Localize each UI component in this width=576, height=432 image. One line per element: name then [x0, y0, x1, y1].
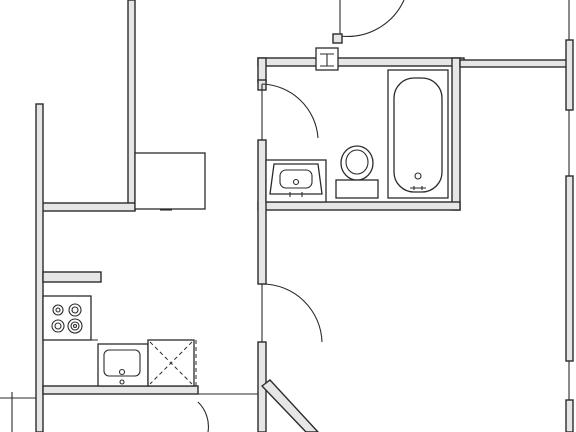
wall-right-exterior [565, 39, 574, 111]
kitchen-upper-shelf [42, 271, 102, 283]
wall-bath-bottom [257, 201, 461, 211]
wall-left-partition [36, 202, 136, 212]
wall-hall-diagonal [260, 379, 319, 432]
bathroom-cabinet [315, 47, 339, 71]
wall-cabinet [134, 152, 206, 211]
wall-right-horizontal [459, 59, 571, 68]
kitchen-sink [97, 343, 149, 387]
bathroom-sink [265, 159, 327, 203]
bedroom-door [261, 283, 323, 343]
doors [0, 0, 405, 432]
wall-right-exterior-lower [565, 175, 574, 362]
bathroom-door [257, 79, 319, 140]
dishwasher [147, 339, 195, 387]
wall-bath-top-stub [257, 57, 267, 83]
wall-bath-right [451, 57, 461, 211]
wall-bath-top [257, 57, 465, 67]
stove [42, 295, 92, 341]
walls [35, 0, 574, 432]
wall-upper-left [127, 0, 136, 211]
wall-right-exterior-bottom [565, 399, 574, 432]
hall-door [0, 392, 36, 432]
wall-kitchen-bottom [42, 385, 199, 395]
wall-left-exterior [35, 103, 44, 432]
top-door [332, 0, 405, 44]
bathtub [387, 69, 449, 199]
entry-door [197, 393, 258, 432]
wall-hall-right-upper [257, 139, 267, 285]
toilet [335, 145, 379, 199]
